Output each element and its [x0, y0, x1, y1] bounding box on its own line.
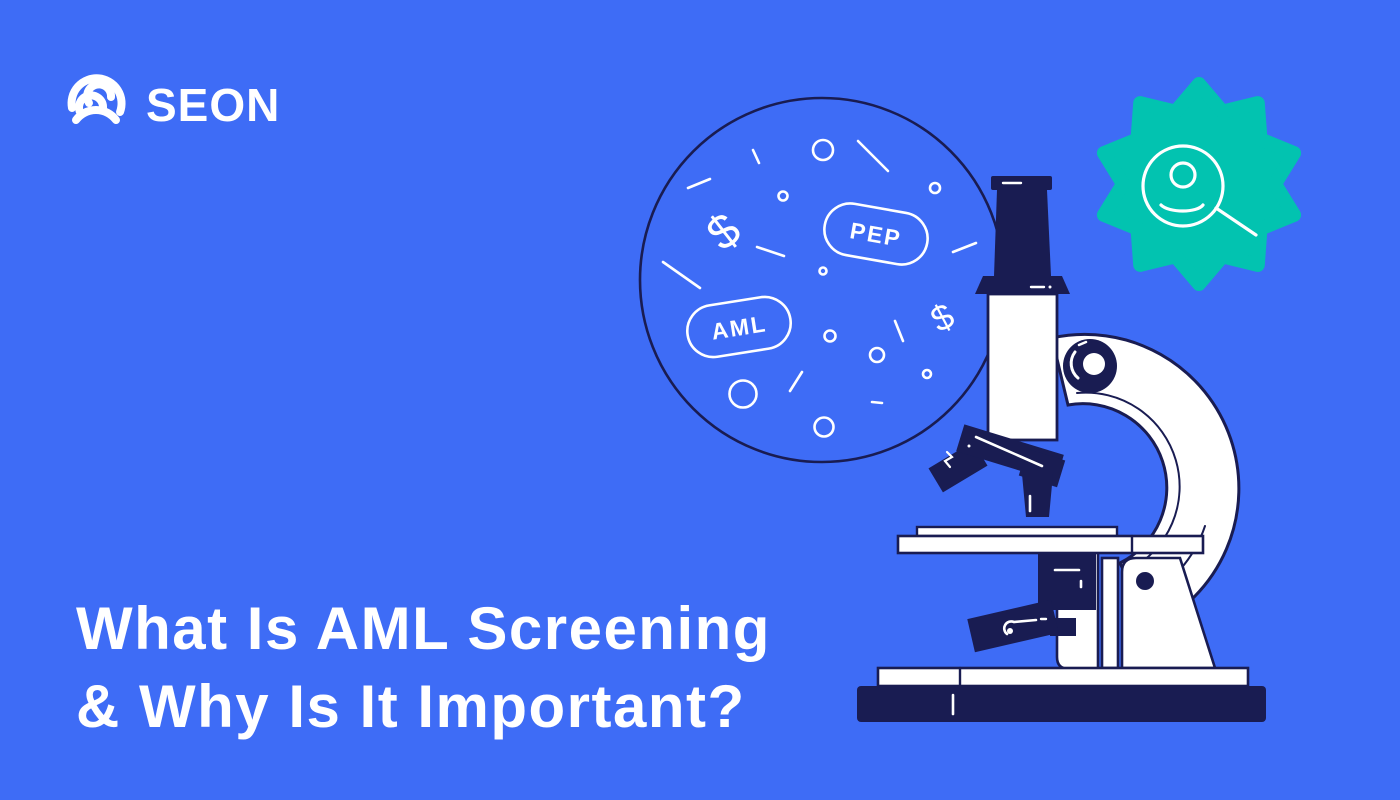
seon-logo-icon: [67, 74, 126, 124]
nosepiece: [928, 424, 1066, 517]
pillar-strip: [1100, 556, 1120, 670]
magnifier-lens: [1141, 144, 1225, 228]
illuminator-arm: [967, 599, 1076, 653]
focus-knob: [1063, 339, 1117, 393]
dollar-icon: $: [697, 203, 751, 261]
page-title: What Is AML Screening & Why Is It Import…: [76, 590, 771, 746]
dollar-icon: $: [924, 295, 961, 341]
aml-pill: AML: [686, 295, 792, 359]
person-search-badge: [1096, 77, 1302, 291]
lens-particles: [661, 138, 978, 438]
aml-pill-label: AML: [709, 310, 768, 344]
seon-logo-text: SEON: [146, 79, 281, 131]
lens-circle: [638, 96, 1006, 464]
seon-spiral-s-icon: [67, 74, 126, 124]
lens-bubble: $ $ PEP AML: [638, 96, 1006, 464]
pep-pill-label: PEP: [848, 217, 904, 252]
magnifier-handle: [1214, 206, 1258, 237]
person-head: [1169, 161, 1197, 189]
microscope-illustration: $ $ PEP AML: [638, 96, 1266, 722]
microscope-base: [857, 666, 1266, 722]
page-title-line2: & Why Is It Important?: [76, 673, 746, 740]
body-tube: [986, 292, 1059, 442]
pillar-foot: [1120, 556, 1217, 670]
condenser: [1038, 552, 1096, 610]
page-title-line1: What Is AML Screening: [76, 595, 771, 662]
eyepiece: [975, 176, 1070, 294]
pep-pill: PEP: [823, 202, 929, 266]
microscope: [857, 176, 1266, 722]
badge-star: [1096, 77, 1302, 291]
person-shoulders: [1159, 203, 1205, 213]
person-search-icon: [1141, 144, 1258, 237]
